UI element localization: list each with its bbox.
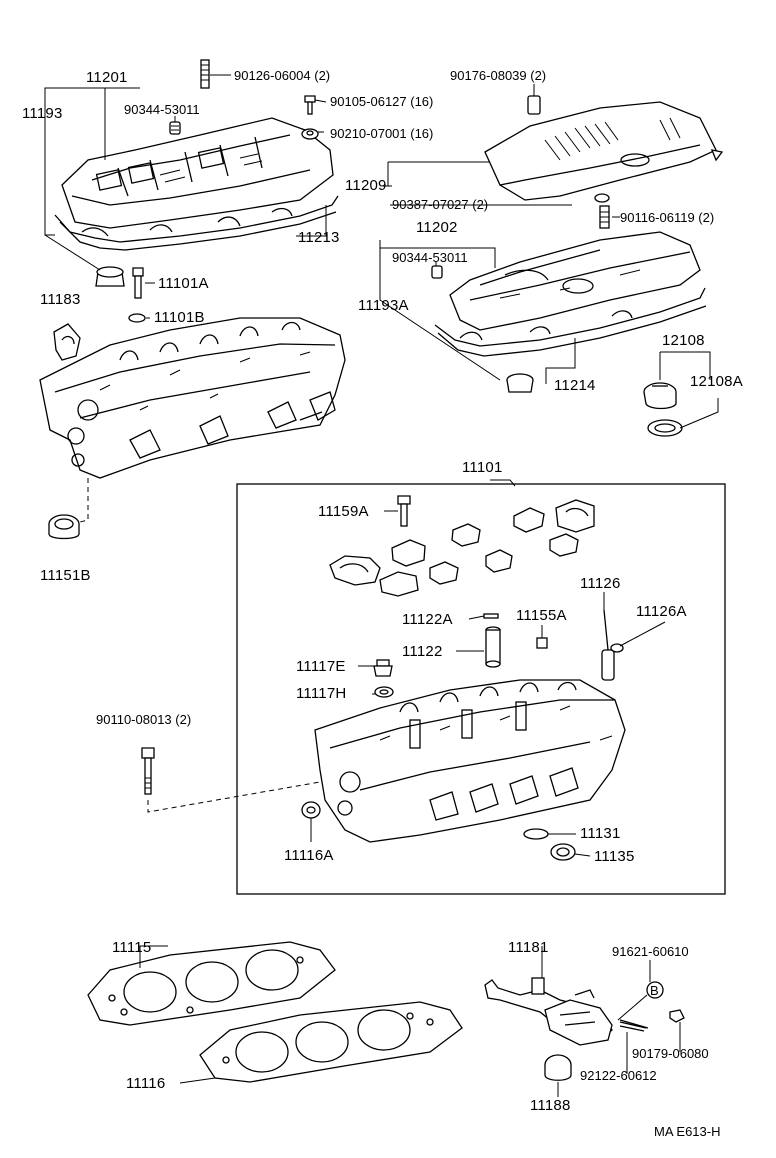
valve-cover-right bbox=[449, 231, 701, 331]
cylinder-head-left bbox=[39, 317, 346, 479]
label-11181: 11181 bbox=[508, 939, 549, 956]
label-11116: 11116 bbox=[126, 1075, 165, 1092]
spark-plug-tube-seal bbox=[169, 121, 181, 135]
label-11193A: 11193A bbox=[358, 297, 409, 314]
label-11115: 11115 bbox=[112, 939, 151, 956]
label-90116-06119: 90116-06119 (2) bbox=[620, 210, 714, 225]
seal-11135 bbox=[550, 843, 576, 861]
label-90387-07027: 90387-07027 (2) bbox=[392, 197, 488, 212]
label-11131: 11131 bbox=[580, 825, 621, 842]
cylinder-head-sub-assembly-box bbox=[236, 483, 726, 895]
label-11209: 11209 bbox=[345, 177, 387, 194]
label-12108: 12108 bbox=[662, 332, 705, 349]
label-90105-06127: 90105-06127 (16) bbox=[330, 94, 433, 109]
grommet-90387 bbox=[594, 193, 610, 203]
valve-cover-gasket-left bbox=[54, 195, 339, 251]
plug-11188 bbox=[544, 1054, 572, 1081]
valve-cover-gasket-right bbox=[434, 287, 707, 357]
bolt-small bbox=[304, 95, 316, 115]
label-11135: 11135 bbox=[594, 848, 635, 865]
part-labels: 11201 11193 90344-53011 90126-06004 (2) … bbox=[22, 68, 743, 1139]
label-11101: 11101 bbox=[462, 459, 503, 476]
label-90179-06080: 90179-06080 bbox=[632, 1046, 709, 1061]
bolt-91621 bbox=[619, 1019, 649, 1032]
seal-washer bbox=[301, 128, 319, 140]
label-11117H: 11117H bbox=[296, 685, 346, 702]
label-90344-53011-left: 90344-53011 bbox=[124, 102, 200, 117]
grommet-right bbox=[506, 373, 534, 393]
bolt-90110 bbox=[141, 747, 155, 795]
bolt-11159A bbox=[397, 495, 411, 527]
label-11126: 11126 bbox=[580, 575, 621, 592]
washer-11101B bbox=[128, 313, 146, 323]
oil-filler-cap-12108 bbox=[643, 382, 677, 410]
label-11101B: 11101B bbox=[154, 309, 205, 326]
label-11183: 11183 bbox=[40, 291, 81, 308]
stud-bolt bbox=[200, 59, 210, 89]
label-11117E: 11117E bbox=[296, 658, 346, 675]
label-11155A: 11155A bbox=[516, 607, 567, 624]
seal-11151B bbox=[48, 514, 80, 540]
gasket-11117H bbox=[374, 686, 394, 698]
ring-11131 bbox=[523, 828, 549, 840]
label-11116A: 11116A bbox=[284, 847, 334, 864]
nut-90179 bbox=[669, 1009, 685, 1023]
leader-dashed-11151B bbox=[79, 478, 89, 523]
camshaft-bearing-caps bbox=[329, 499, 595, 597]
bracket-11181 bbox=[484, 977, 613, 1046]
label-b: B bbox=[650, 983, 659, 998]
label-11122: 11122 bbox=[402, 643, 443, 660]
tube-11126 bbox=[601, 609, 615, 681]
label-92122-60612: 92122-60612 bbox=[580, 1068, 657, 1083]
bolt-11101A bbox=[132, 267, 144, 299]
gasket-12108A bbox=[647, 419, 683, 437]
head-gasket-11116 bbox=[199, 1001, 463, 1083]
callout-circle-b bbox=[646, 981, 664, 999]
label-90110-08013: 90110-08013 (2) bbox=[96, 712, 191, 727]
cap-11183 bbox=[53, 323, 81, 361]
label-90344-53011-right: 90344-53011 bbox=[392, 250, 468, 265]
label-12108A: 12108A bbox=[690, 373, 743, 390]
label-11126A: 11126A bbox=[636, 603, 687, 620]
label-11193: 11193 bbox=[22, 105, 63, 122]
plug-11155A bbox=[536, 637, 548, 649]
plug-11117E bbox=[373, 659, 393, 677]
label-11159A: 11159A bbox=[318, 503, 369, 520]
label-11213: 11213 bbox=[298, 229, 340, 246]
label-90210-07001: 90210-07001 (16) bbox=[330, 126, 433, 141]
label-11151B: 11151B bbox=[40, 567, 91, 584]
cylinder-head-11101 bbox=[314, 679, 626, 843]
seal-90344-right bbox=[431, 265, 443, 279]
label-11202: 11202 bbox=[416, 219, 458, 236]
grommet-left bbox=[95, 266, 125, 287]
head-gasket-11115 bbox=[87, 941, 336, 1026]
diagram-code: MA E613-H bbox=[654, 1124, 720, 1139]
label-90176-08039: 90176-08039 (2) bbox=[450, 68, 546, 83]
seal-11116A bbox=[301, 801, 321, 819]
leader-lines bbox=[44, 74, 719, 1097]
guide-11122 bbox=[485, 626, 501, 668]
label-11101A: 11101A bbox=[158, 275, 209, 292]
label-90126-06004: 90126-06004 (2) bbox=[234, 68, 330, 83]
label-11188: 11188 bbox=[530, 1097, 571, 1114]
grommet-90176 bbox=[527, 95, 541, 115]
label-91621-60610: 91621-60610 bbox=[612, 944, 689, 959]
valve-cover-left bbox=[61, 117, 334, 229]
label-11201: 11201 bbox=[86, 69, 128, 86]
pin-11122A bbox=[483, 613, 499, 619]
leader-dashed-90110 bbox=[147, 781, 321, 813]
label-11214: 11214 bbox=[554, 377, 596, 394]
label-11122A: 11122A bbox=[402, 611, 453, 628]
stud-90116 bbox=[599, 205, 610, 229]
engine-cover-11209 bbox=[484, 101, 724, 201]
